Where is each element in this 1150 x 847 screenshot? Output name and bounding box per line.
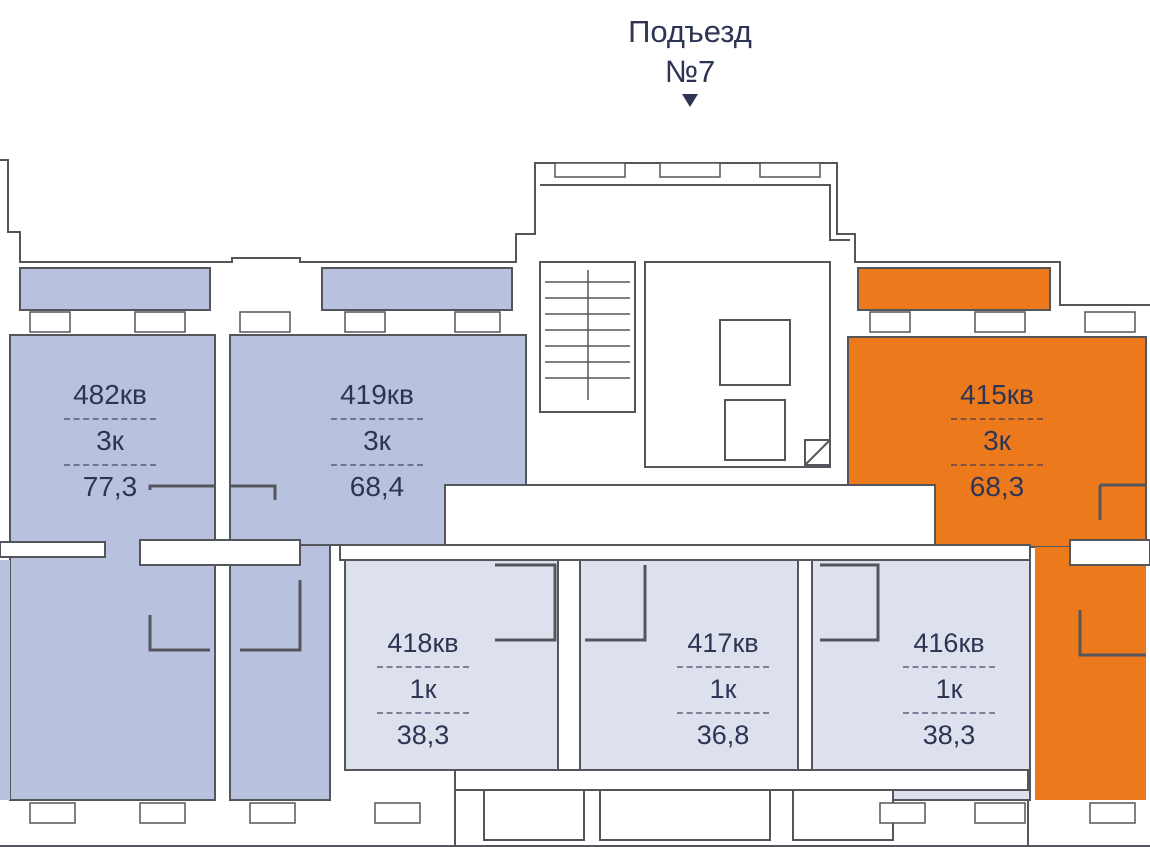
apartment-416-label[interactable]: 416кв 1к 38,3: [874, 628, 1024, 764]
apartment-418-fill[interactable]: [344, 559, 559, 771]
stair-steps: [545, 270, 630, 400]
apartment-482-label[interactable]: 482кв 3к 77,3: [35, 380, 185, 516]
apartment-418-label[interactable]: 418кв 1к 38,3: [348, 628, 498, 764]
stair-core: [444, 261, 1029, 791]
apartment-number: 416кв: [903, 628, 995, 668]
apartment-area: 36,8: [696, 720, 750, 750]
apartment-area: 38,3: [922, 720, 976, 750]
apartment-area: 68,3: [969, 471, 1025, 502]
apartment-415-label[interactable]: 415кв 3к 68,3: [922, 380, 1072, 516]
apartment-number: 419кв: [331, 380, 423, 420]
apartment-417-label[interactable]: 417кв 1к 36,8: [648, 628, 798, 764]
apartment-number: 482кв: [64, 380, 156, 420]
apartment-419-lower: [229, 544, 331, 801]
apartment-number: 418кв: [377, 628, 469, 668]
apartment-rooms: 3к: [331, 426, 423, 466]
apartment-number: 415кв: [951, 380, 1043, 420]
windows: [29, 162, 1136, 824]
apartment-415-lower: [1035, 547, 1146, 800]
apartment-rooms: 3к: [951, 426, 1043, 466]
entrance-label: Подъезд №7: [590, 12, 790, 107]
apartment-482-dark-section: [0, 560, 10, 800]
interior-walls: [148, 483, 1146, 657]
apartment-number: 417кв: [677, 628, 769, 668]
apartment-area: 38,3: [396, 720, 450, 750]
corridors: [0, 539, 1150, 566]
apartment-rooms: 3к: [64, 426, 156, 466]
entrance-line1: Подъезд: [628, 14, 752, 49]
apartment-rooms: 1к: [377, 674, 469, 714]
apartment-417-fill[interactable]: [579, 559, 799, 771]
apartment-rooms: 1к: [903, 674, 995, 714]
entrance-line2: №7: [664, 54, 716, 89]
apartment-rooms: 1к: [677, 674, 769, 714]
apartment-area: 68,4: [349, 471, 405, 502]
entrance-arrow-icon: [682, 94, 698, 107]
apartment-419-label[interactable]: 419кв 3к 68,4: [302, 380, 452, 516]
apartment-416-fill[interactable]: [811, 559, 1031, 801]
apartment-482-fill[interactable]: [9, 334, 216, 801]
apartment-area: 77,3: [82, 471, 138, 502]
